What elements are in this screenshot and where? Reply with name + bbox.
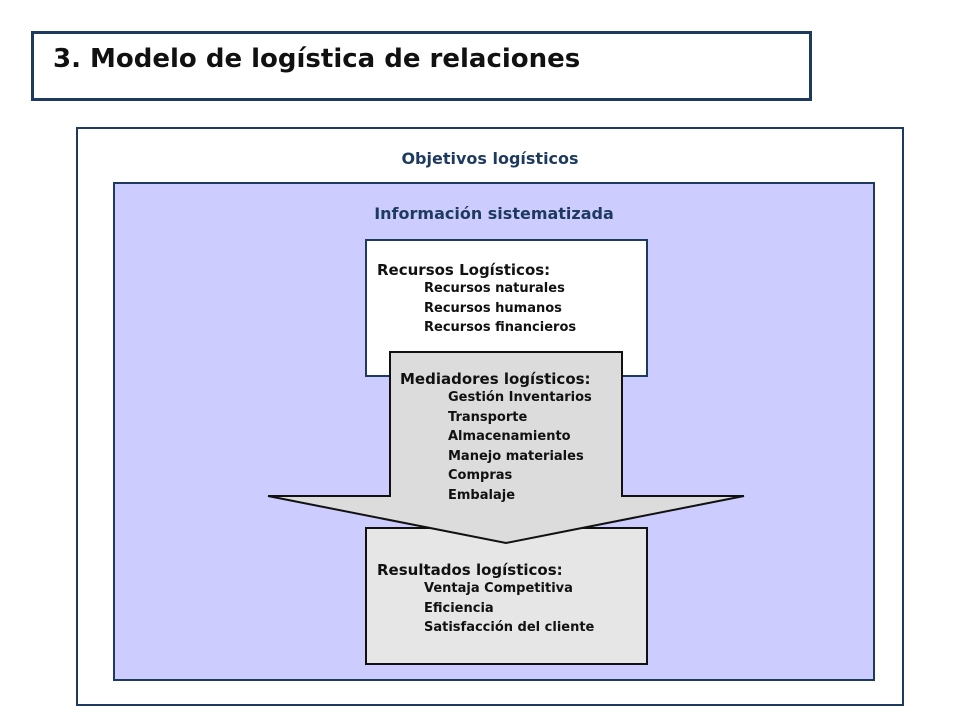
mediators-item: Compras: [448, 468, 513, 483]
information-label: Información sistematizada: [374, 204, 614, 223]
results-item: Eficiencia: [424, 600, 494, 616]
mediators-content: Mediadores logísticos: Gestión Inventari…: [400, 370, 592, 505]
mediators-item: Embalaje: [448, 487, 516, 503]
resources-item: Recursos humanos: [424, 300, 562, 316]
mediators-item: Gestión Inventarios: [448, 390, 592, 405]
resources-item: Recursos financieros: [424, 320, 577, 335]
resources-heading: Recursos Logísticos:: [377, 261, 551, 279]
results-heading: Resultados logísticos:: [377, 561, 563, 579]
mediators-heading: Mediadores logísticos:: [400, 370, 591, 388]
objectives-label: Objetivos logísticos: [401, 149, 579, 168]
page-title: 3. Modelo de logística de relaciones: [53, 44, 581, 74]
mediators-arrow-shape: [267, 351, 745, 545]
results-box: Resultados logísticos: Ventaja Competiti…: [365, 527, 648, 665]
results-item: Satisfacción del cliente: [424, 620, 595, 635]
mediators-item: Manejo materiales: [448, 448, 584, 464]
resources-item: Recursos naturales: [424, 281, 565, 296]
mediators-item: Transporte: [448, 409, 528, 425]
title-box: 3. Modelo de logística de relaciones: [31, 31, 812, 101]
mediators-item: Almacenamiento: [448, 429, 571, 444]
results-item: Ventaja Competitiva: [424, 581, 573, 596]
